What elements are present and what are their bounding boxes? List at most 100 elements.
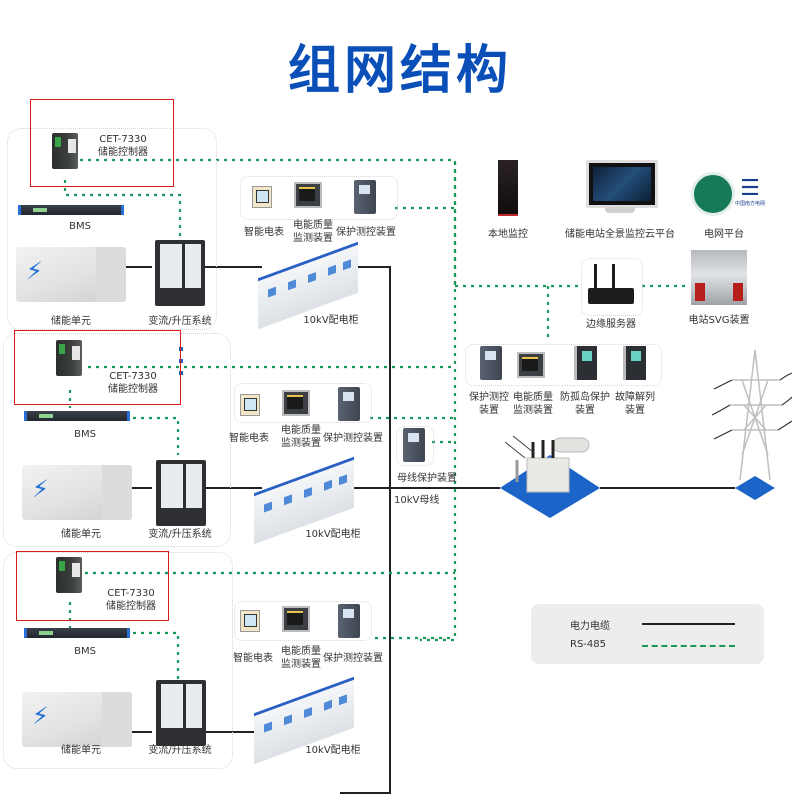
station-device-label-line1: 防孤岛保护 (560, 392, 610, 403)
controller-model: CET-7330 (99, 134, 147, 145)
bms-label: BMS (69, 221, 91, 232)
protection-relay-icon (338, 387, 360, 421)
legend: 电力电缆 RS-485 (531, 604, 764, 664)
pcs-cabinet-icon (156, 460, 206, 526)
smart-meter-icon (252, 186, 272, 208)
feeder-device-group-1 (240, 176, 398, 220)
controller-name: 储能控制器 (106, 601, 156, 612)
relay-label: 保护测控装置 (336, 227, 396, 238)
station-device-label-line1: 保护测控 (469, 392, 509, 403)
svg-device-label: 电站SVG装置 (688, 315, 750, 326)
china-southern-grid-logo-icon: ☰ (740, 176, 760, 201)
bus-label: 10kV母线 (394, 495, 440, 506)
pcs-label: 变流/升压系统 (148, 529, 212, 540)
legend-rs485-label: RS-485 (570, 639, 606, 650)
controller-device-icon (52, 133, 78, 169)
edge-server-label: 边缘服务器 (586, 319, 636, 330)
relay-label: 保护测控装置 (323, 433, 383, 444)
station-device-label-line2: 装置 (625, 405, 645, 416)
monitor-stand (605, 207, 635, 213)
power-quality-monitor-icon (294, 182, 322, 208)
controller-highlight-3 (16, 551, 169, 621)
cabinet-label: 10kV配电柜 (305, 529, 361, 540)
battery-label: 储能单元 (61, 745, 101, 756)
pcs-label: 变流/升压系统 (148, 745, 212, 756)
battery-unit-icon (16, 247, 126, 302)
antenna-icon (612, 264, 615, 290)
anti-islanding-relay-icon (574, 346, 597, 380)
pq-label-line2: 监测装置 (281, 659, 321, 670)
pq-label-line2: 监测装置 (293, 233, 333, 244)
storage-unit-group-3 (3, 552, 233, 769)
local-monitor-pc-icon (498, 160, 518, 216)
bms-label: BMS (74, 646, 96, 657)
controller-highlight-2 (14, 330, 181, 405)
pcs-label: 变流/升压系统 (148, 316, 212, 327)
switchgear-cabinet-icon (254, 675, 364, 765)
station-device-label-line2: 装置 (575, 405, 595, 416)
controller-model: CET-7330 (109, 371, 157, 382)
storage-unit-group-1 (7, 128, 217, 330)
cloud-platform-label: 储能电站全景监控云平台 (565, 229, 675, 240)
state-grid-logo-icon (691, 172, 735, 216)
pq-label-line1: 电能质量 (281, 646, 321, 657)
bus-protection-box (396, 426, 434, 466)
pq-label-line1: 电能质量 (281, 425, 321, 436)
legend-power-cable-swatch (642, 623, 735, 625)
battery-label: 储能单元 (51, 316, 91, 327)
edge-server-icon (588, 288, 634, 304)
port-marker (179, 347, 183, 351)
protection-relay-icon (354, 180, 376, 214)
protection-relay-icon (480, 346, 502, 380)
pcs-cabinet-icon (155, 240, 205, 306)
smart-meter-icon (240, 610, 260, 632)
protection-relay-icon (338, 604, 360, 638)
port-marker (179, 371, 183, 375)
battery-label: 储能单元 (61, 529, 101, 540)
pcs-cabinet-icon (156, 680, 206, 746)
bms-device-icon (24, 411, 130, 421)
controller-device-icon (56, 340, 82, 376)
switchgear-cabinet-icon (254, 455, 364, 545)
storage-unit-group-2 (3, 333, 231, 547)
grid-logo-text: 中国南方电网 (734, 201, 765, 207)
controller-model: CET-7330 (107, 588, 155, 599)
relay-label: 保护测控装置 (323, 653, 383, 664)
station-device-group (465, 344, 662, 386)
meter-label: 智能电表 (233, 653, 273, 664)
bus-protection-label: 母线保护装置 (397, 473, 457, 484)
rs485-line (63, 180, 182, 240)
legend-rs485-swatch (642, 645, 735, 647)
pq-label-line2: 监测装置 (281, 438, 321, 449)
power-cable (340, 266, 391, 794)
controller-name: 储能控制器 (98, 147, 148, 158)
controller-highlight-1 (30, 99, 174, 187)
grid-platform-label: 电网平台 (704, 229, 744, 240)
switchgear-cabinet-icon (258, 240, 368, 330)
station-device-label-line1: 电能质量 (513, 392, 553, 403)
station-device-label-line2: 监测装置 (513, 405, 553, 416)
battery-unit-icon (22, 692, 132, 747)
controller-device-icon (56, 557, 82, 593)
meter-label: 智能电表 (244, 227, 284, 238)
battery-unit-icon (22, 465, 132, 520)
pq-label-line1: 电能质量 (293, 220, 333, 231)
power-quality-monitor-icon (517, 352, 545, 378)
tower-platform (735, 476, 775, 500)
port-marker (179, 359, 183, 363)
controller-name: 储能控制器 (108, 384, 158, 395)
transmission-tower-icon (712, 349, 792, 481)
feeder-device-group-2 (234, 383, 372, 423)
rs485-line (80, 158, 457, 642)
station-device-label-line1: 故障解列 (615, 392, 655, 403)
cabinet-label: 10kV配电柜 (303, 315, 359, 326)
edge-server-box (581, 258, 643, 316)
bus-protection-relay-icon (403, 428, 425, 462)
meter-label: 智能电表 (229, 433, 269, 444)
fault-splitting-relay-icon (623, 346, 646, 380)
antenna-icon (594, 264, 597, 290)
station-device-label-line2: 装置 (479, 405, 499, 416)
legend-power-cable-label: 电力电缆 (570, 621, 610, 632)
page-title: 组网结构 (287, 41, 512, 101)
